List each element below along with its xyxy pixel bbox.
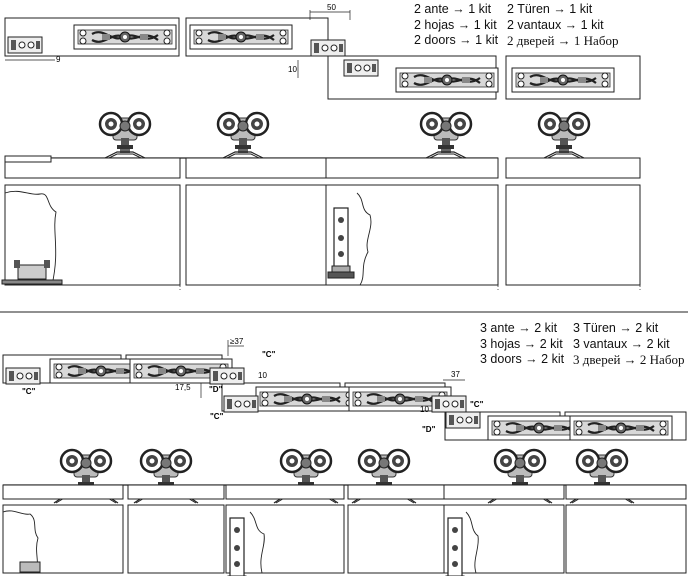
kit-cell: 2 ante → 1 kit bbox=[414, 2, 492, 16]
kit-cell: 2 hojas → 1 kit bbox=[414, 17, 497, 32]
bottom-end-stop bbox=[445, 411, 481, 429]
dim-17-5: 17,5 bbox=[175, 383, 191, 392]
bottom-end-stop bbox=[209, 367, 245, 385]
bottom-end-stop bbox=[431, 395, 467, 413]
top-door-panel bbox=[325, 184, 499, 286]
label-c: "C" bbox=[22, 387, 36, 396]
bottom-kit-table: 3 ante → 2 kit 3 Türen → 2 kit 3 hojas →… bbox=[480, 321, 684, 368]
top-end-stop bbox=[343, 59, 379, 77]
top-end-stop bbox=[7, 36, 43, 54]
dim-10-b: 10 bbox=[420, 405, 429, 414]
kit-row: 3 hojas → 2 kit 3 vantaux → 2 kit bbox=[480, 337, 684, 353]
top-fitting bbox=[188, 23, 294, 51]
top-door-header bbox=[185, 157, 327, 179]
dim-10-a: 10 bbox=[258, 371, 267, 380]
bottom-door-panel bbox=[127, 504, 225, 574]
top-end-stop bbox=[310, 39, 346, 57]
kit-cell: 3 hojas → 2 kit bbox=[480, 336, 563, 351]
label-c: "C" bbox=[210, 412, 224, 421]
bottom-section: ≥37 17,5 10 37 10 "C" "C" "C" "C" "D" "D… bbox=[2, 337, 687, 581]
bottom-door-panel bbox=[347, 504, 445, 574]
bottom-door-header bbox=[347, 484, 445, 500]
bottom-fitting bbox=[568, 414, 674, 442]
dim-37: 37 bbox=[451, 370, 460, 379]
kit-cell: 3 дверей → 2 Набор bbox=[573, 352, 685, 367]
bottom-door-header bbox=[443, 484, 565, 500]
top-door-bracket bbox=[327, 207, 355, 279]
label-d: "D" bbox=[422, 425, 436, 434]
kit-cell: 3 ante → 2 kit bbox=[480, 321, 558, 335]
top-fitting bbox=[394, 66, 500, 94]
kit-cell: 2 vantaux → 1 kit bbox=[507, 17, 604, 32]
dim-50: 50 bbox=[327, 3, 336, 12]
kit-cell: 2 Türen → 1 kit bbox=[507, 2, 593, 16]
label-c: "C" bbox=[470, 400, 484, 409]
kit-cell: 3 vantaux → 2 kit bbox=[573, 336, 670, 351]
bottom-door-header bbox=[225, 484, 345, 500]
bottom-door-bracket bbox=[441, 517, 469, 581]
bottom-door-panel bbox=[225, 504, 345, 574]
bottom-end-stop bbox=[5, 367, 41, 385]
kit-cell: 2 doors → 1 kit bbox=[414, 33, 499, 47]
label-c: "C" bbox=[262, 350, 276, 359]
top-kit-table: 2 ante → 1 kit 2 Türen → 1 kit 2 hojas →… bbox=[414, 2, 618, 49]
top-door-header bbox=[505, 157, 641, 179]
kit-row: 2 doors → 1 kit 2 дверей → 1 Набор bbox=[414, 33, 618, 49]
top-fitting bbox=[510, 66, 616, 94]
top-door-header bbox=[325, 157, 499, 179]
bottom-fitting bbox=[254, 385, 360, 413]
dim-9: 9 bbox=[56, 55, 61, 64]
top-door-panel bbox=[185, 184, 327, 286]
kit-cell: 3 Türen → 2 kit bbox=[573, 321, 659, 335]
dim-10: 10 bbox=[288, 65, 297, 74]
kit-row: 3 ante → 2 kit 3 Türen → 2 kit bbox=[480, 321, 684, 337]
top-track-panel bbox=[4, 17, 180, 57]
kit-row: 2 hojas → 1 kit 2 vantaux → 1 kit bbox=[414, 18, 618, 34]
bottom-door-bracket bbox=[223, 517, 251, 581]
top-track-panel bbox=[505, 55, 641, 100]
dim-ge-37: ≥37 bbox=[230, 337, 244, 346]
bottom-door-panel bbox=[565, 504, 687, 574]
bottom-end-stop bbox=[223, 395, 259, 413]
bottom-door-panel bbox=[2, 504, 124, 574]
kit-cell: 2 дверей → 1 Набор bbox=[507, 33, 619, 48]
kit-cell: 3 doors → 2 kit bbox=[480, 352, 565, 366]
top-fitting bbox=[72, 23, 178, 51]
kit-row: 3 doors → 2 kit 3 дверей → 2 Набор bbox=[480, 352, 684, 368]
top-section: 50 9 10 bbox=[1, 3, 641, 290]
top-door-header bbox=[4, 157, 181, 179]
bottom-door-header bbox=[565, 484, 687, 500]
bottom-door-header bbox=[127, 484, 225, 500]
kit-row: 2 ante → 1 kit 2 Türen → 1 kit bbox=[414, 2, 618, 18]
bottom-door-header bbox=[2, 484, 124, 500]
label-d: "D" bbox=[209, 385, 223, 394]
top-door-panel bbox=[505, 184, 641, 286]
bottom-door-panel bbox=[443, 504, 565, 574]
